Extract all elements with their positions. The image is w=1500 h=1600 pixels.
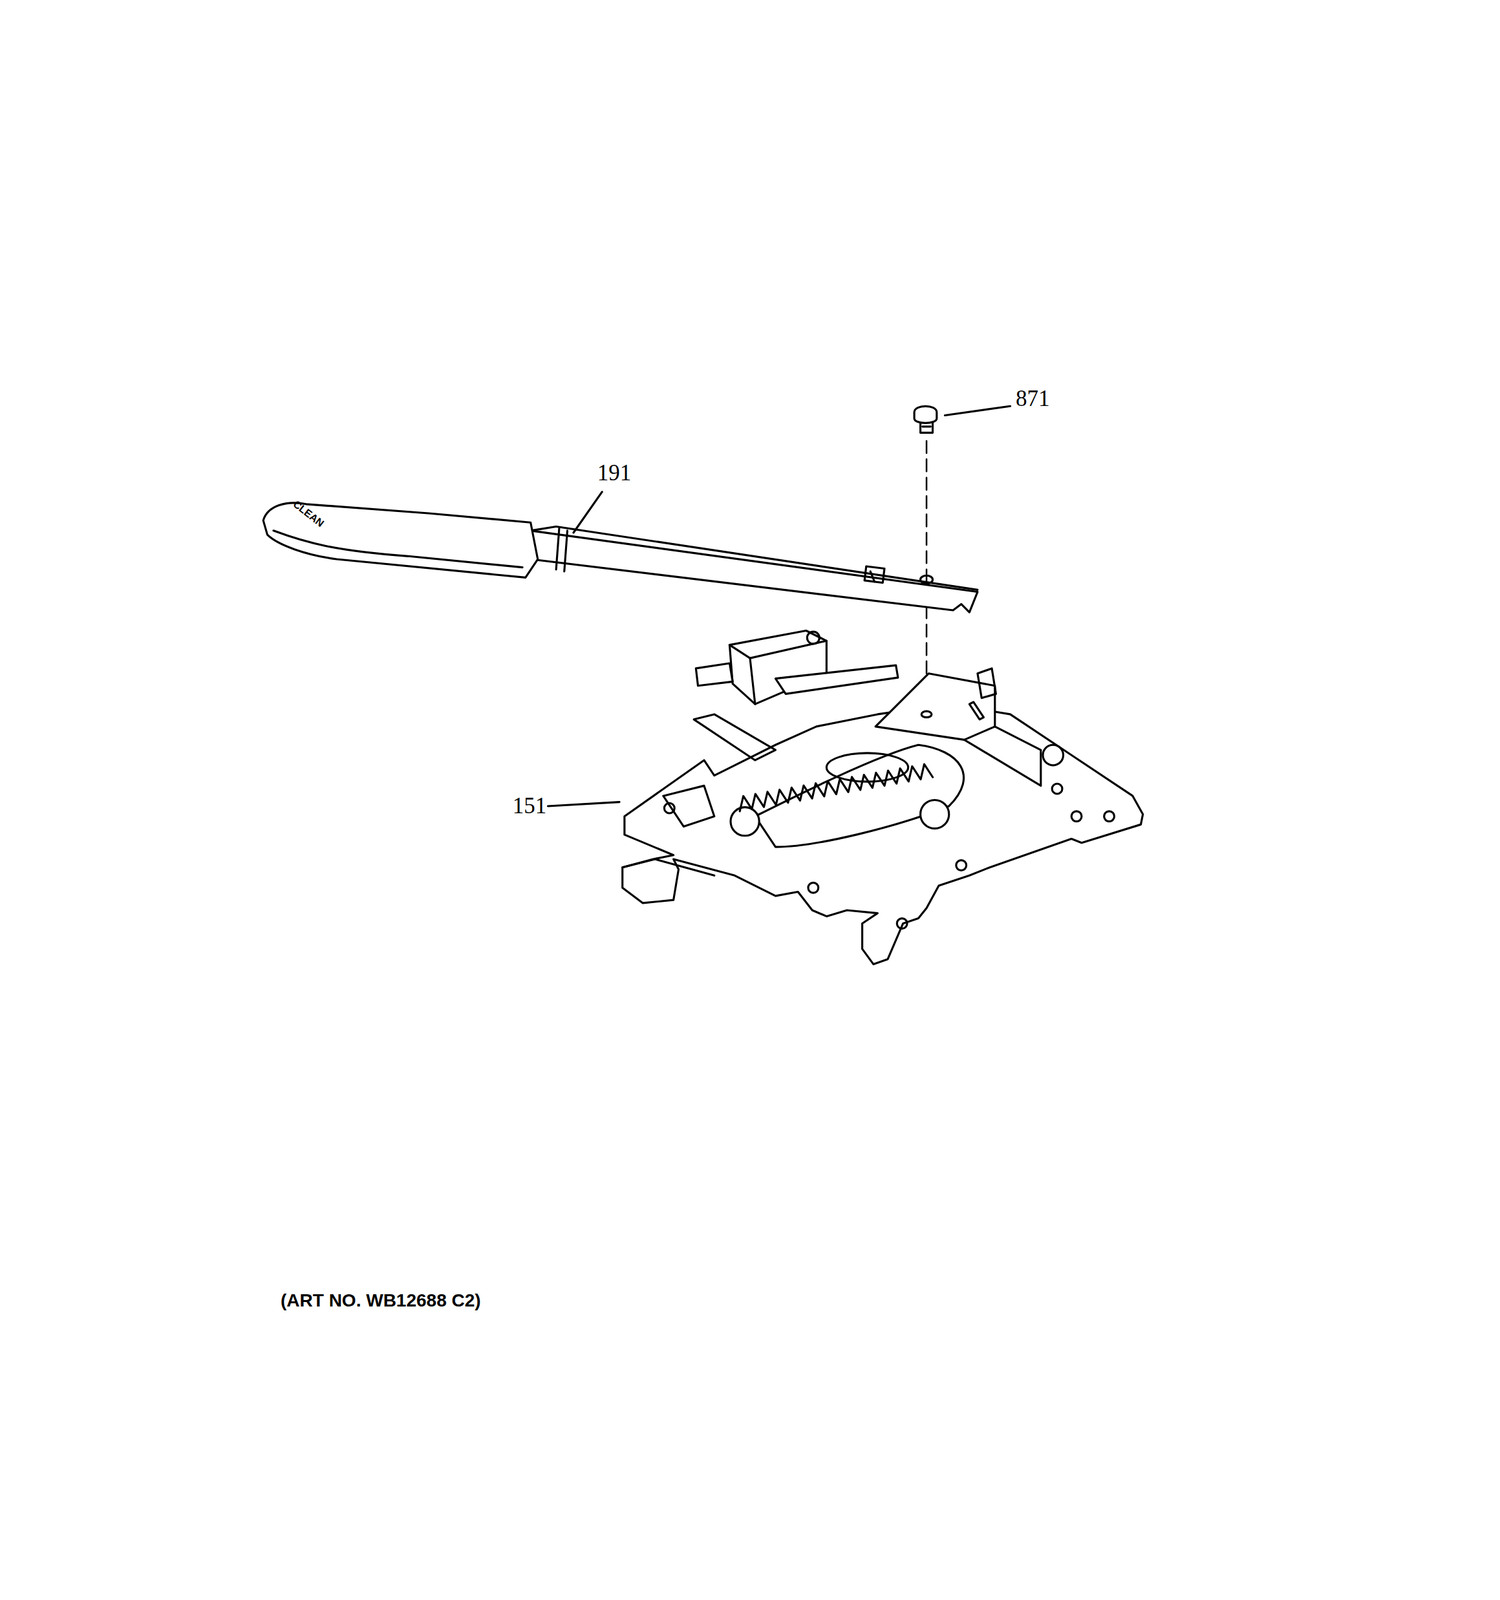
callout-number: 151 [512,793,547,820]
latch-handle [263,503,978,613]
art-number-caption: (ART NO. WB12688 C2) [280,1290,482,1312]
callout-number: 871 [1015,385,1050,412]
screw [914,406,937,433]
callout-number: 191 [597,460,632,487]
latch-assembly [622,631,1144,965]
leader-lines [548,406,1011,807]
